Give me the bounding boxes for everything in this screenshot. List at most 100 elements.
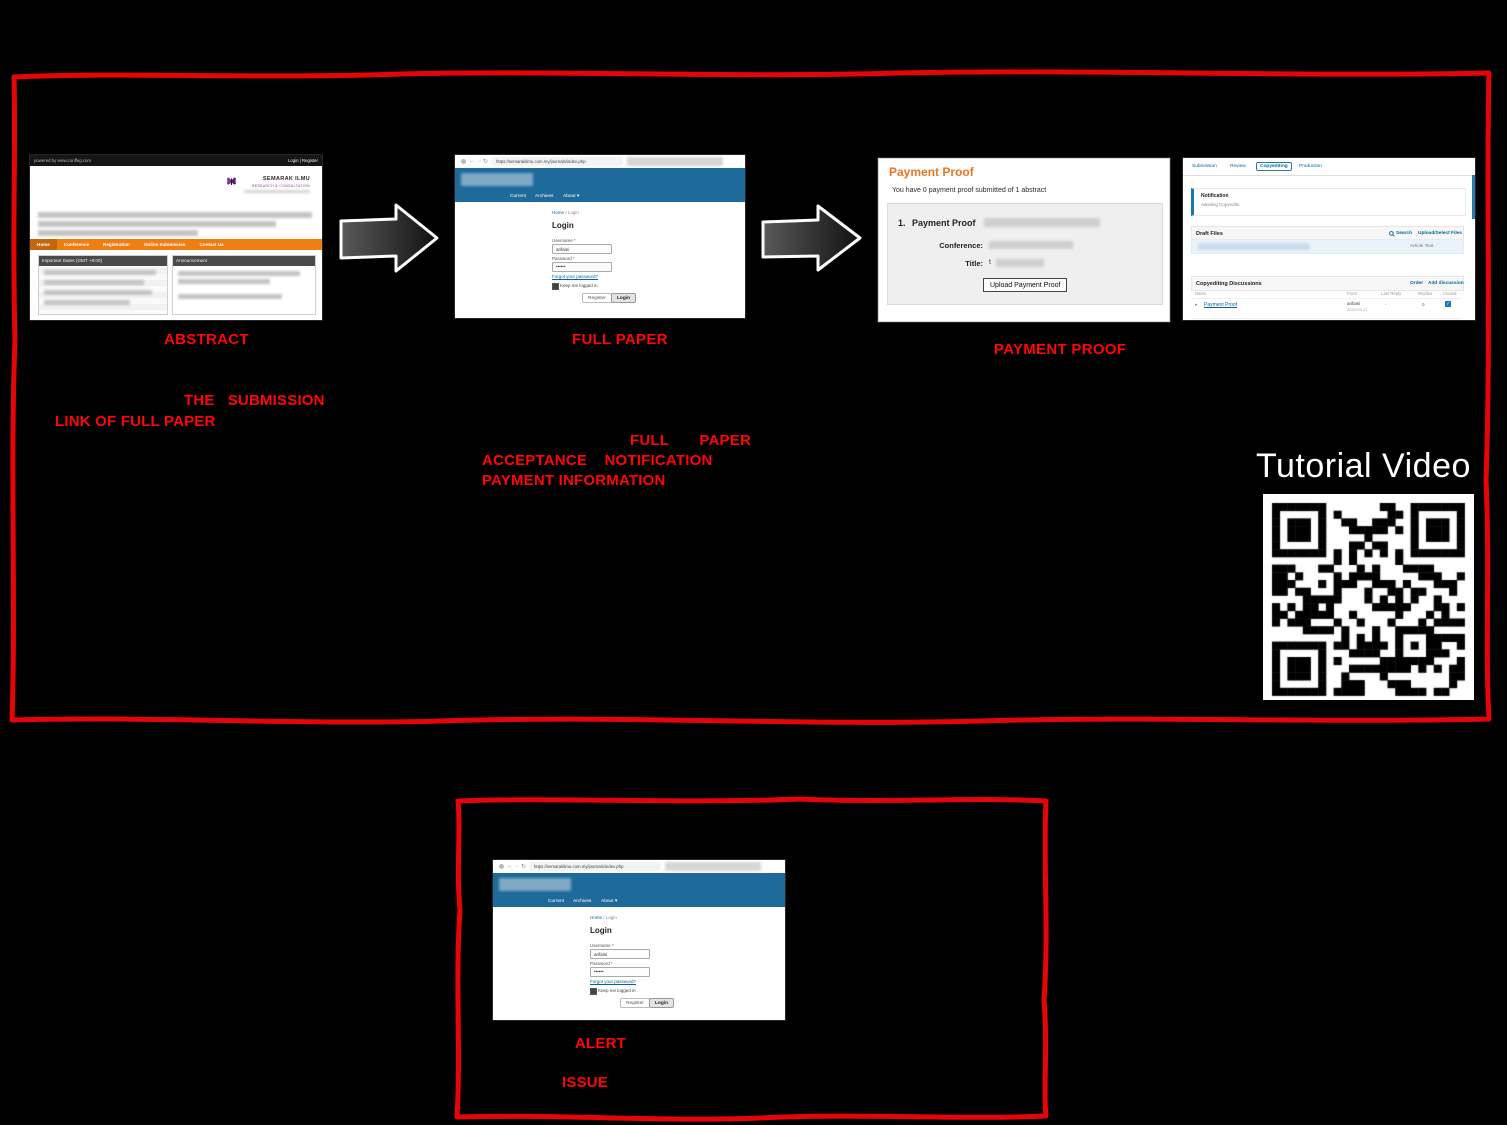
back-icon[interactable]: ←	[507, 863, 513, 869]
nav-archives[interactable]: Archives	[535, 194, 554, 199]
forward-icon[interactable]: →	[514, 863, 520, 869]
login-button[interactable]: Login	[611, 293, 637, 303]
discussion-replies: 0	[1422, 302, 1425, 307]
notification-title: Notification	[1201, 193, 1229, 199]
discussion-from-date: 2024-03-17	[1347, 307, 1368, 312]
brand-subtitle: RESEARCH & CONSULTATION	[252, 184, 310, 188]
annotation-payment-information: PAYMENT INFORMATION	[482, 472, 666, 489]
right-accent-bar	[1472, 175, 1475, 219]
nav-item-online-submission[interactable]: Online Submission	[143, 242, 186, 247]
journal-logo-redacted	[499, 878, 571, 891]
nav-about[interactable]: About ▾	[563, 194, 579, 199]
closed-checkbox[interactable]: ✓	[1445, 301, 1451, 307]
payment-proof-subheading: You have 0 payment proof submitted of 1 …	[892, 187, 1047, 194]
add-discussion-button[interactable]: Add discussion	[1428, 280, 1464, 286]
upload-payment-proof-button[interactable]: Upload Payment Proof	[983, 278, 1068, 292]
top-red-box	[9, 69, 1492, 725]
journal-logo-redacted	[461, 173, 533, 186]
workflow-tabs: Submission Review Copyediting Production	[1183, 158, 1475, 176]
login-page-body: Home / Login Login Username * arifaini P…	[493, 907, 785, 1020]
payment-proof-label: PAYMENT PROOF	[994, 341, 1127, 358]
announcement-panel: Announcement	[172, 255, 316, 315]
headline-redacted-1	[38, 212, 312, 218]
password-input[interactable]: ••••••	[590, 967, 650, 977]
nav-about-label: About	[563, 194, 576, 199]
annotation-full-paper: FULL PAPER	[630, 432, 751, 449]
item-title-redacted	[984, 218, 1100, 227]
draft-file-row[interactable]: Article Text	[1191, 239, 1464, 254]
address-bar[interactable]: https://semarakilmu.com.my/journals/inde…	[529, 862, 661, 871]
nav-about[interactable]: About ▾	[601, 899, 617, 904]
upload-select-files-button[interactable]: Upload/Select Files	[1418, 230, 1462, 236]
login-register-links[interactable]: Login | Register	[287, 158, 318, 163]
password-input[interactable]: ••••••	[552, 262, 612, 272]
nav-item-home[interactable]: Home	[30, 239, 57, 250]
dates-redacted-1	[44, 270, 156, 275]
username-input[interactable]: arifaini	[552, 244, 612, 254]
journal-banner: Current Archives About ▾	[455, 168, 745, 202]
username-input[interactable]: arifaini	[590, 949, 650, 959]
breadcrumb-rest: / Login	[565, 210, 579, 215]
screenshot-ojs-login-bottom: ← → ↻ https://semarakilmu.com.my/journal…	[493, 860, 785, 1020]
announcement-redacted-2	[178, 279, 270, 284]
login-heading: Login	[590, 926, 612, 935]
login-heading: Login	[552, 221, 574, 230]
discussions-header: Copyediting Discussions Order Add discus…	[1191, 276, 1464, 291]
tab-copyediting[interactable]: Copyediting	[1256, 162, 1292, 171]
refresh-icon[interactable]: ↻	[521, 864, 527, 870]
announcement-redacted-3	[178, 294, 282, 299]
screenshot-copyediting-workflow: Submission Review Copyediting Production…	[1183, 158, 1475, 320]
journal-banner: Current Archives About ▾	[493, 873, 785, 907]
dates-redacted-2	[44, 280, 144, 285]
forgot-password-link[interactable]: Forgot your password?	[552, 274, 599, 279]
brand-tagline-redacted	[244, 190, 310, 193]
conference-value-redacted	[989, 241, 1073, 249]
nav-current[interactable]: Current	[548, 899, 564, 904]
site-topbar: powered by www.conffeg.com Login | Regis…	[30, 155, 322, 166]
butterfly-logo-icon	[225, 175, 238, 188]
forgot-password-link[interactable]: Forgot your password?	[590, 979, 637, 984]
notification-text: Awaiting Copyedits.	[1201, 202, 1241, 207]
annotation-acceptance-notification: ACCEPTANCE NOTIFICATION	[482, 452, 713, 469]
tab-review[interactable]: Review	[1230, 164, 1246, 169]
refresh-icon[interactable]: ↻	[483, 159, 489, 165]
expand-icon[interactable]: ▸	[1195, 302, 1198, 308]
login-page-body: Home / Login Login Username * arifaini P…	[455, 202, 745, 318]
password-value: ••••••	[556, 264, 566, 269]
tab-submission[interactable]: Submission	[1192, 164, 1217, 169]
search-button[interactable]: Search	[1396, 230, 1412, 236]
breadcrumb-home[interactable]: Home	[590, 915, 603, 920]
title-label: Title:	[965, 259, 983, 268]
keep-logged-in-checkbox[interactable]	[552, 283, 559, 290]
breadcrumb-rest: / Login	[603, 915, 617, 920]
address-url: https://semarakilmu.com.my/journals/inde…	[534, 864, 624, 869]
discussion-name-link[interactable]: Payment Proof	[1204, 302, 1238, 308]
title-value-prefix: t	[989, 259, 991, 266]
order-button[interactable]: Order	[1410, 280, 1424, 286]
forward-icon[interactable]: →	[476, 158, 482, 164]
item-number: 1.	[898, 218, 906, 228]
nav-item-registration[interactable]: Registration	[103, 242, 130, 247]
keep-logged-in-checkbox[interactable]	[590, 988, 597, 995]
nav-item-contact-us[interactable]: Contact Us	[199, 242, 224, 247]
nav-archives[interactable]: Archives	[573, 899, 592, 904]
col-from: From	[1347, 291, 1358, 296]
conference-label: Conference:	[939, 241, 983, 250]
file-name-redacted	[1198, 243, 1310, 250]
powered-by-text: powered by www.conffeg.com	[34, 158, 92, 163]
tab-production[interactable]: Production	[1299, 164, 1322, 169]
annotation-issue: ISSUE	[562, 1074, 609, 1091]
draft-files-title: Draft Files	[1196, 230, 1223, 237]
breadcrumb-home[interactable]: Home	[552, 210, 565, 215]
site-header: SEMARAK ILMU RESEARCH & CONSULTATION	[30, 166, 322, 210]
annotation-the-submission: THE SUBMISSION	[184, 392, 325, 409]
login-button[interactable]: Login	[649, 998, 675, 1008]
back-icon[interactable]: ←	[469, 158, 475, 164]
address-bar[interactable]: https://semarakilmu.com.my/journals/inde…	[491, 157, 623, 166]
nav-item-conference[interactable]: Conference	[63, 242, 90, 247]
nav-current[interactable]: Current	[510, 194, 526, 199]
discussion-row[interactable]: ▸ Payment Proof arifaini 2024-03-17 - 0 …	[1191, 298, 1462, 319]
col-last-reply: Last Reply	[1381, 291, 1402, 296]
register-button[interactable]: Register	[582, 293, 612, 303]
register-button[interactable]: Register	[620, 998, 650, 1008]
